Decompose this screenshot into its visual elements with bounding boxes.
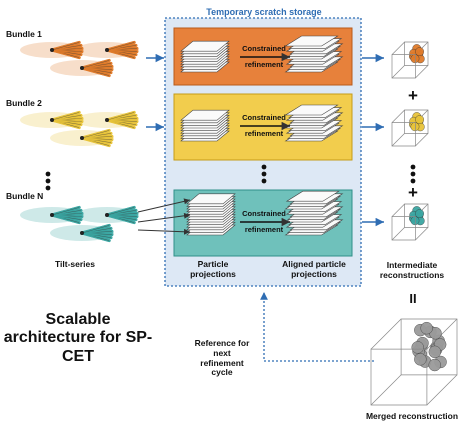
tilt-strip-edge [81,225,110,234]
arrow-bundle-n-c [137,228,191,235]
density-blob [420,321,433,335]
intermediate-reconstruction-1 [391,41,429,79]
tilt-series-bundle-1 [20,40,139,78]
density-blob [411,341,424,354]
tilt-axis-point [50,118,54,122]
dots-left [45,171,51,191]
bundle-2-label: Bundle 2 [6,98,42,108]
stack-left-1 [180,40,230,73]
cube-edge [415,227,429,241]
projection-sheet [186,193,236,205]
density-blob [415,115,424,125]
constrained-label-n: Constrained [242,209,286,218]
tilt-strip-edge [51,42,80,51]
tilt-axis-point [80,136,84,140]
projection-sheet [180,109,230,121]
cube-edge [391,109,405,123]
density-blob [415,47,424,57]
bundle-n-label: Bundle N [6,191,44,201]
cube-edge [370,374,402,406]
cube-edge [391,41,405,55]
cube-front-face [391,216,416,241]
merged-reconstruction-cube [370,318,458,406]
cube-front-face [370,348,428,406]
cube-front-face [391,54,416,79]
tilt-axis-point [105,118,109,122]
cube-edge [370,318,402,350]
tilt-series-label: Tilt-series [54,259,96,269]
particle-projections-label: Particle projections [190,259,236,279]
refinement-label-2: refinement [244,129,284,138]
constrained-label-1: Constrained [242,44,286,53]
tilt-series-bundle-2 [20,110,139,148]
density-blob [428,345,442,359]
main-title: Scalable architecture for SP-CET [3,311,153,365]
cube-edge [415,65,429,79]
refinement-label-n: refinement [244,225,284,234]
intermediate-reconstruction-n [391,203,429,241]
intermediate-reconstructions-label: Intermediate reconstructions [379,260,445,280]
cube-front-face [391,122,416,147]
intermediate-reconstruction-2 [391,109,429,147]
projection-sheet [285,190,340,202]
projection-sheet [284,35,339,47]
tilt-strip-edge [106,42,135,51]
tilt-strip-edge [106,112,135,121]
reference-label: Reference for next refinement cycle [194,338,250,378]
tilt-strip-edge [51,112,80,121]
tilt-strip-edge [106,207,135,216]
projection-sheet [180,40,230,52]
density-blob [410,216,420,226]
cube-edge [426,374,458,406]
tilt-axis-point [80,66,84,70]
cube-edge [391,203,405,217]
tilt-strip-edge [51,207,80,216]
cube-edge [391,133,405,147]
density-blob [410,54,420,64]
stack-left-2 [180,109,230,142]
tilt-axis-point [80,231,84,235]
tilt-axis-point [50,213,54,217]
stack-right-2 [284,104,344,142]
tilt-strip-edge [81,60,110,69]
tilt-series-bundle-n [20,205,139,243]
plus-2: + [408,183,418,202]
stack-left-n [186,193,236,236]
density-blob [414,353,427,366]
tilt-axis-point [105,48,109,52]
refinement-label-1: refinement [244,60,284,69]
cube-edge [415,133,429,147]
merged-reconstruction-label: Merged reconstruction [365,411,459,421]
plus-1: + [408,86,418,105]
dots-middle [261,164,267,184]
density-blob [428,358,441,372]
stack-right-1 [284,35,344,73]
bundle-1-label: Bundle 1 [6,29,42,39]
equals-sign: II [409,291,417,306]
arrow-bundle-n-a [137,198,191,213]
cube-edge [391,227,405,241]
tilt-strip-edge [81,130,110,139]
density-blob [415,209,424,219]
density-blob [410,122,420,132]
tilt-axis-point [105,213,109,217]
aligned-particle-projections-label: Aligned particle projections [282,259,346,279]
constrained-label-2: Constrained [242,113,286,122]
stack-right-n [284,190,344,236]
tilt-axis-point [50,48,54,52]
projection-sheet [284,104,339,116]
arrow-bundle-n-b [137,212,191,223]
cube-edge [391,65,405,79]
scratch-storage-title: Temporary scratch storage [206,7,322,17]
feedback-path [260,292,374,362]
dots-right [410,164,416,184]
